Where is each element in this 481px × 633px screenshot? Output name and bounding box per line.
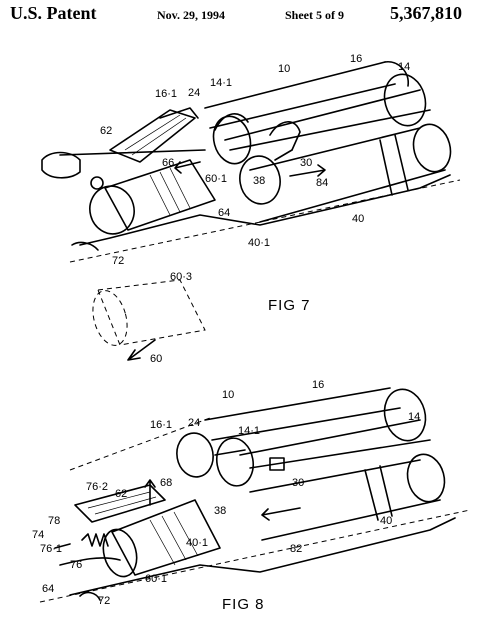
fig7-label-14: 14 — [398, 61, 410, 73]
tube-14-outline — [224, 89, 431, 151]
fig8-label-10: 10 — [222, 389, 234, 401]
fig7-label-30: 30 — [300, 157, 312, 169]
fig8-connector-30 — [269, 457, 285, 471]
tube-40-outline — [249, 127, 446, 223]
arrow-68 — [144, 479, 156, 506]
fig8-label-30: 30 — [292, 477, 304, 489]
fig8-label-74: 74 — [32, 529, 44, 541]
fig8-label-82: 82 — [290, 543, 302, 555]
patent-date: Nov. 29, 1994 — [157, 8, 226, 22]
fig7-label-40: 40 — [352, 213, 364, 225]
fig8-label-76-1: 76·1 — [40, 543, 62, 555]
fig8-label-72: 72 — [98, 595, 110, 607]
fig8-label-76-2: 76·2 — [86, 481, 108, 493]
fig8-label-16: 16 — [312, 379, 324, 391]
fig8-tube-40-band — [364, 465, 393, 521]
arrow-84 — [289, 164, 326, 177]
fig7-label-60-3: 60·3 — [170, 271, 192, 283]
fig7-label-84: 84 — [316, 177, 328, 189]
fig7-label-14-1: 14·1 — [210, 77, 232, 89]
left-roll — [41, 151, 81, 179]
fig8-caption: FIG 8 — [222, 596, 265, 613]
fig8-label-16-1: 16·1 — [150, 419, 172, 431]
tube-14-end — [383, 73, 427, 127]
fig8-cylinder-60-1 — [111, 499, 221, 576]
fig8-label-24: 24 — [188, 417, 200, 429]
fig8-base-rail — [69, 517, 456, 596]
base-rail — [79, 174, 451, 246]
fig7-label-16-1: 16·1 — [155, 88, 177, 100]
fig8-label-40: 40 — [380, 515, 392, 527]
figure-7-drawing — [41, 61, 461, 361]
fig8-tube-14-outline — [239, 419, 431, 469]
fig7-caption: FIG 7 — [268, 297, 311, 314]
base-dashed-line — [69, 179, 461, 263]
fig7-label-72: 72 — [112, 255, 124, 267]
fig8-base-dashed-line — [39, 509, 471, 603]
arrow-66 — [174, 161, 201, 174]
patent-number: 5,367,810 — [390, 3, 462, 23]
fig8-label-76: 76 — [70, 559, 82, 571]
fig8-label-68: 68 — [160, 477, 172, 489]
tube-40-band — [379, 134, 409, 196]
figure-8-drawing — [39, 387, 471, 603]
fig7-label-16: 16 — [350, 53, 362, 65]
fig8-label-38: 38 — [214, 505, 226, 517]
fig7-label-10: 10 — [278, 63, 290, 75]
fig8-ring-14-1 — [215, 437, 255, 487]
fig7-label-62: 62 — [100, 125, 112, 137]
fig8-label-60-1: 60·1 — [145, 573, 167, 585]
fig7-label-60: 60 — [150, 353, 162, 365]
spring-78 — [81, 533, 109, 547]
dashed-cylinder-60-3 — [97, 279, 206, 346]
fig7-label-60-1: 60·1 — [205, 173, 227, 185]
fig8-label-14-1: 14·1 — [238, 425, 260, 437]
ring-38 — [239, 155, 281, 205]
bracket-76 — [59, 557, 121, 566]
fig8-label-62: 62 — [115, 488, 127, 500]
tube-40-end — [412, 123, 452, 173]
arrow-82 — [261, 507, 301, 521]
tube-16-outline — [204, 61, 396, 129]
sheet-number: Sheet 5 of 9 — [285, 8, 344, 22]
arrow-60 — [127, 339, 156, 361]
tray-62 — [109, 109, 196, 163]
fig7-label-66: 66 — [162, 157, 174, 169]
fig8-tube-40-outline — [249, 459, 441, 541]
fig8-label-64: 64 — [42, 583, 54, 595]
fig7-label-38: 38 — [253, 175, 265, 187]
fig8-label-78: 78 — [48, 515, 60, 527]
fig8-tube-14-end — [383, 388, 427, 442]
fig8-clip-72 — [79, 591, 101, 601]
fig8-tube-40-end — [406, 453, 446, 503]
fig8-tube-16-outline — [204, 387, 401, 441]
clip-72 — [71, 241, 99, 251]
fig8-label-14: 14 — [408, 411, 420, 423]
flap-30 — [269, 121, 301, 151]
fig8-label-40-1: 40·1 — [186, 537, 208, 549]
patent-label: U.S. Patent — [10, 3, 97, 23]
fig8-ring-16-1 — [176, 432, 214, 478]
fig7-label-40-1: 40·1 — [248, 237, 270, 249]
fig7-label-24: 24 — [188, 87, 200, 99]
cylinder-60-1-end — [89, 185, 135, 235]
fig7-label-64: 64 — [218, 207, 230, 219]
